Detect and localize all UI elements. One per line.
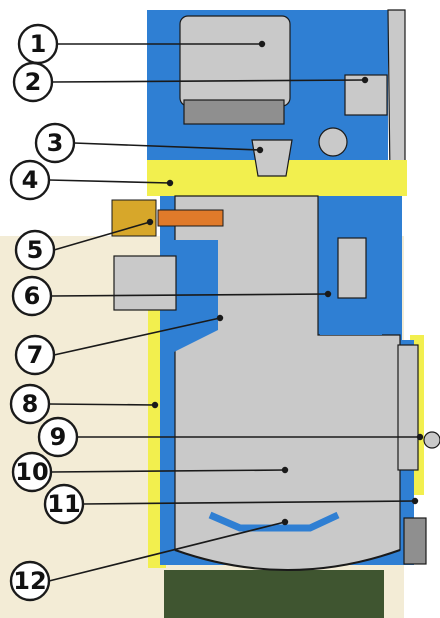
callout-circle-12 xyxy=(9,560,51,602)
green-base xyxy=(164,570,384,618)
callout-circle-5 xyxy=(14,229,56,271)
right-cover xyxy=(387,9,406,179)
callout-number-2: 2 xyxy=(25,68,42,96)
callout-circle-9 xyxy=(37,416,79,458)
valve-fitting xyxy=(111,199,157,237)
circulation-pump xyxy=(318,127,348,157)
callout-circle-8 xyxy=(9,383,51,425)
callout-anchor-4 xyxy=(166,179,174,187)
callout-leader-6 xyxy=(50,293,329,297)
callout-8: 8 xyxy=(9,383,51,425)
callout-number-1: 1 xyxy=(30,30,47,58)
callout-3: 3 xyxy=(34,122,76,164)
callout-number-5: 5 xyxy=(27,236,44,264)
callout-anchor-2 xyxy=(361,76,369,84)
callout-circle-7 xyxy=(14,334,56,376)
burner-motor xyxy=(179,15,291,107)
callout-leader-7 xyxy=(53,317,221,356)
callout-circle-6 xyxy=(11,275,53,317)
callout-number-3: 3 xyxy=(47,129,64,157)
callout-anchor-10 xyxy=(281,466,289,474)
burner-motor-base xyxy=(183,99,285,125)
callout-number-4: 4 xyxy=(22,166,39,194)
callout-circle-10 xyxy=(11,451,53,493)
callout-1: 1 xyxy=(17,23,59,65)
callout-number-10: 10 xyxy=(15,458,48,486)
callout-10: 10 xyxy=(11,451,53,493)
callout-anchor-3 xyxy=(256,146,264,154)
callout-7: 7 xyxy=(14,334,56,376)
burner-nozzle xyxy=(251,139,293,177)
feed-spring xyxy=(157,209,224,227)
callout-anchor-9 xyxy=(416,433,424,441)
callout-11: 11 xyxy=(43,483,85,525)
callout-number-6: 6 xyxy=(24,282,41,310)
callout-circle-11 xyxy=(43,483,85,525)
lower-right-box xyxy=(403,517,427,565)
callout-4: 4 xyxy=(9,159,51,201)
callout-number-11: 11 xyxy=(47,490,80,518)
grate xyxy=(208,511,340,532)
callout-leader-3 xyxy=(73,142,261,151)
callout-circle-3 xyxy=(34,122,76,164)
callout-anchor-6 xyxy=(324,290,332,298)
callout-2: 2 xyxy=(12,61,54,103)
callout-number-7: 7 xyxy=(27,341,44,369)
callout-anchor-7 xyxy=(216,314,224,322)
callout-anchor-5 xyxy=(146,218,154,226)
callout-6: 6 xyxy=(11,275,53,317)
callout-leader-2 xyxy=(51,79,366,83)
callout-leader-12 xyxy=(48,521,286,582)
right-baffle-window xyxy=(337,237,367,299)
chamber-outline xyxy=(174,549,401,571)
callout-anchor-11 xyxy=(411,497,419,505)
callout-number-8: 8 xyxy=(22,390,39,418)
callout-leader-10 xyxy=(50,469,286,473)
callout-circle-4 xyxy=(9,159,51,201)
callout-anchor-12 xyxy=(281,518,289,526)
callout-number-9: 9 xyxy=(50,423,67,451)
callout-number-12: 12 xyxy=(13,567,46,595)
door-handle xyxy=(423,431,440,449)
callout-anchor-1 xyxy=(258,40,266,48)
callout-leader-5 xyxy=(53,221,151,251)
flue-pipe xyxy=(113,255,177,311)
callout-circle-2 xyxy=(12,61,54,103)
callout-leader-4 xyxy=(48,179,171,184)
callout-anchor-8 xyxy=(151,401,159,409)
callout-12: 12 xyxy=(9,560,51,602)
right-door xyxy=(397,344,419,471)
callout-leader-11 xyxy=(82,500,416,505)
callout-5: 5 xyxy=(14,229,56,271)
callout-9: 9 xyxy=(37,416,79,458)
callout-leader-8 xyxy=(48,403,156,406)
